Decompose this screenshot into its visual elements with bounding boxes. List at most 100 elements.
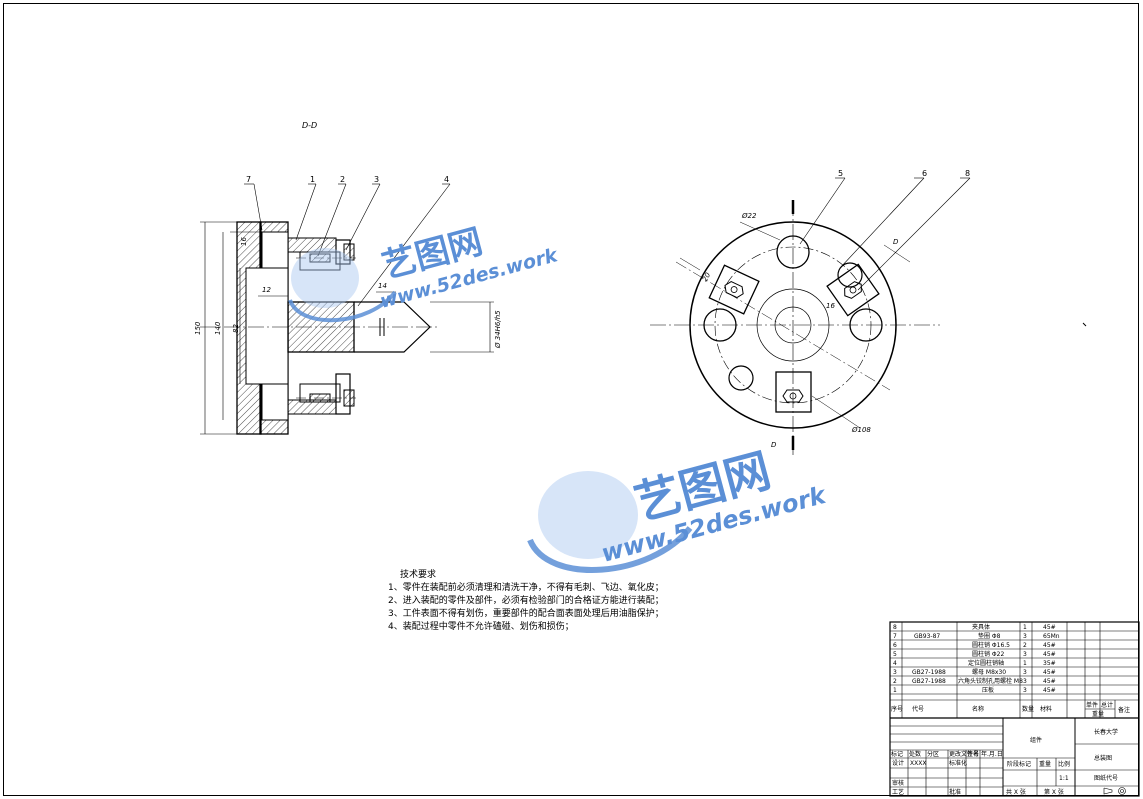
- section-label: D-D: [302, 121, 317, 130]
- dim-fit: Ø 34H6/h5: [494, 310, 502, 349]
- bom-qty: 3: [1023, 651, 1027, 658]
- sheet-border: [3, 3, 1139, 796]
- dim-140: 140: [214, 321, 222, 335]
- bom-header-code: 代号: [912, 705, 924, 713]
- bom-qty: 2: [1023, 642, 1027, 649]
- tb-weight: 重量: [1039, 760, 1051, 768]
- bom-header-total: 总计: [1101, 701, 1113, 709]
- tb-std: 标准化: [949, 759, 967, 767]
- bom-mat: 45#: [1043, 642, 1056, 649]
- bom-header-name: 名称: [972, 705, 984, 713]
- bom-no: 1: [893, 687, 897, 694]
- bom-code: GB27-1988: [912, 678, 946, 685]
- bom-header-qty: 数量: [1022, 705, 1034, 713]
- title-school: 长春大学: [1094, 728, 1118, 736]
- dim-12: 12: [262, 286, 271, 294]
- balloon-2: 2: [340, 175, 345, 184]
- tb-scale: 比例: [1058, 760, 1070, 768]
- bom-qty: 3: [1023, 669, 1027, 676]
- tb-sign: 签名: [967, 750, 979, 758]
- balloon-3: 3: [374, 175, 379, 184]
- bom-no: 4: [893, 660, 897, 667]
- tb-approve: 批准: [949, 788, 961, 796]
- bom-no: 6: [893, 642, 897, 649]
- dim-16b: 16: [826, 302, 835, 310]
- bom-name: 夹具体: [972, 623, 990, 631]
- bom-mat: 35#: [1043, 660, 1056, 667]
- dim-14: 14: [378, 282, 387, 290]
- title-block: 组件 长春大学 总装图 图纸代号 标记 处数 分区 更改文件号 签名 年.月.日…: [891, 728, 1118, 796]
- balloon-4: 4: [444, 175, 449, 184]
- plan-view: [650, 177, 1087, 455]
- title-drawing-code: 图纸代号: [1094, 774, 1118, 782]
- bom-mat: 45#: [1043, 687, 1056, 694]
- bom-name: 压板: [982, 686, 994, 694]
- tb-sheet: 第 X 张: [1044, 788, 1064, 796]
- notes-title: 技术要求: [400, 568, 436, 580]
- bom-no: 3: [893, 669, 897, 676]
- watermark: [288, 248, 693, 573]
- balloon-6: 6: [922, 169, 927, 178]
- bom-name: 六角头铰制孔用螺栓 M8: [958, 677, 1023, 685]
- tb-design-val: XXXX: [910, 760, 926, 767]
- bom-table: 8 夹具体 1 45# 7 GB93-87 垫圈 Φ8 3 65Mn 6 圆柱销…: [891, 623, 1130, 718]
- bom-name: 圆柱销 Φ22: [972, 650, 1004, 658]
- bom-name: 定位圆柱销轴: [968, 659, 1004, 667]
- tb-process: 工艺: [892, 788, 904, 796]
- bom-name: 螺母 M8x30: [972, 668, 1006, 676]
- dim-d108: Ø108: [851, 426, 871, 434]
- bom-header-no: 序号: [891, 705, 903, 713]
- bom-header-single: 单件: [1086, 701, 1098, 709]
- tb-design: 设计: [892, 759, 904, 767]
- dim-150: 150: [194, 321, 202, 335]
- bom-qty: 3: [1023, 678, 1027, 685]
- bom-name: 圆柱销 Φ16.5: [972, 641, 1010, 649]
- bom-header-weight: 重量: [1092, 710, 1104, 718]
- bom-name: 垫圈 Φ8: [978, 632, 1001, 640]
- notes-line-2: 2、进入装配的零件及部件，必须有检验部门的合格证方能进行装配；: [388, 594, 664, 606]
- bom-qty: 3: [1023, 687, 1027, 694]
- dim-16: 16: [240, 237, 248, 246]
- bom-qty: 1: [1023, 624, 1027, 631]
- dim-82: 82: [232, 324, 240, 333]
- tb-scale-val: 1:1: [1059, 775, 1069, 782]
- bom-mat: 45#: [1043, 669, 1056, 676]
- balloon-8: 8: [965, 169, 970, 178]
- tb-mark: 标记: [891, 750, 903, 758]
- bom-code: GB27-1988: [912, 669, 946, 676]
- tb-change: 更改文件号: [949, 750, 979, 758]
- tb-stage: 阶段标记: [1007, 760, 1031, 768]
- title-group: 组件: [1030, 736, 1042, 744]
- dim-d22: Ø22: [741, 212, 757, 220]
- notes-line-4: 4、装配过程中零件不允许磕碰、划伤和损伤；: [388, 620, 574, 632]
- section-view: [200, 183, 494, 435]
- balloon-7: 7: [246, 175, 251, 184]
- notes-line-1: 1、零件在装配前必须清理和清洗干净，不得有毛刺、飞边、氧化皮；: [388, 581, 664, 593]
- bom-no: 8: [893, 624, 897, 631]
- section-mark-bottom: D: [771, 441, 777, 449]
- bom-mat: 65Mn: [1043, 633, 1060, 640]
- bom-mat: 45#: [1043, 624, 1056, 631]
- watermark-logo-icon: [288, 248, 693, 573]
- balloon-1: 1: [310, 175, 315, 184]
- bom-header-mat: 材料: [1040, 705, 1052, 713]
- tb-zone: 分区: [927, 750, 939, 758]
- tb-qty: 处数: [909, 750, 921, 758]
- title-drawing-name: 总装图: [1094, 754, 1112, 762]
- dim-20: 20: [701, 271, 713, 283]
- tb-sheets: 共 X 张: [1006, 788, 1026, 796]
- bom-qty: 1: [1023, 660, 1027, 667]
- bom-no: 2: [893, 678, 897, 685]
- section-mark-top: D: [893, 238, 899, 246]
- bom-mat: 45#: [1043, 651, 1056, 658]
- notes-line-3: 3、工件表面不得有划伤，重要部件的配合面表面处理后用油脂保护；: [388, 607, 664, 619]
- bom-no: 5: [893, 651, 897, 658]
- bom-code: GB93-87: [914, 633, 940, 640]
- bom-qty: 3: [1023, 633, 1027, 640]
- tb-date: 年.月.日: [981, 750, 1003, 758]
- bom-header-remark: 备注: [1118, 706, 1130, 714]
- title-block-grid: [889, 621, 1140, 797]
- bom-mat: 45#: [1043, 678, 1056, 685]
